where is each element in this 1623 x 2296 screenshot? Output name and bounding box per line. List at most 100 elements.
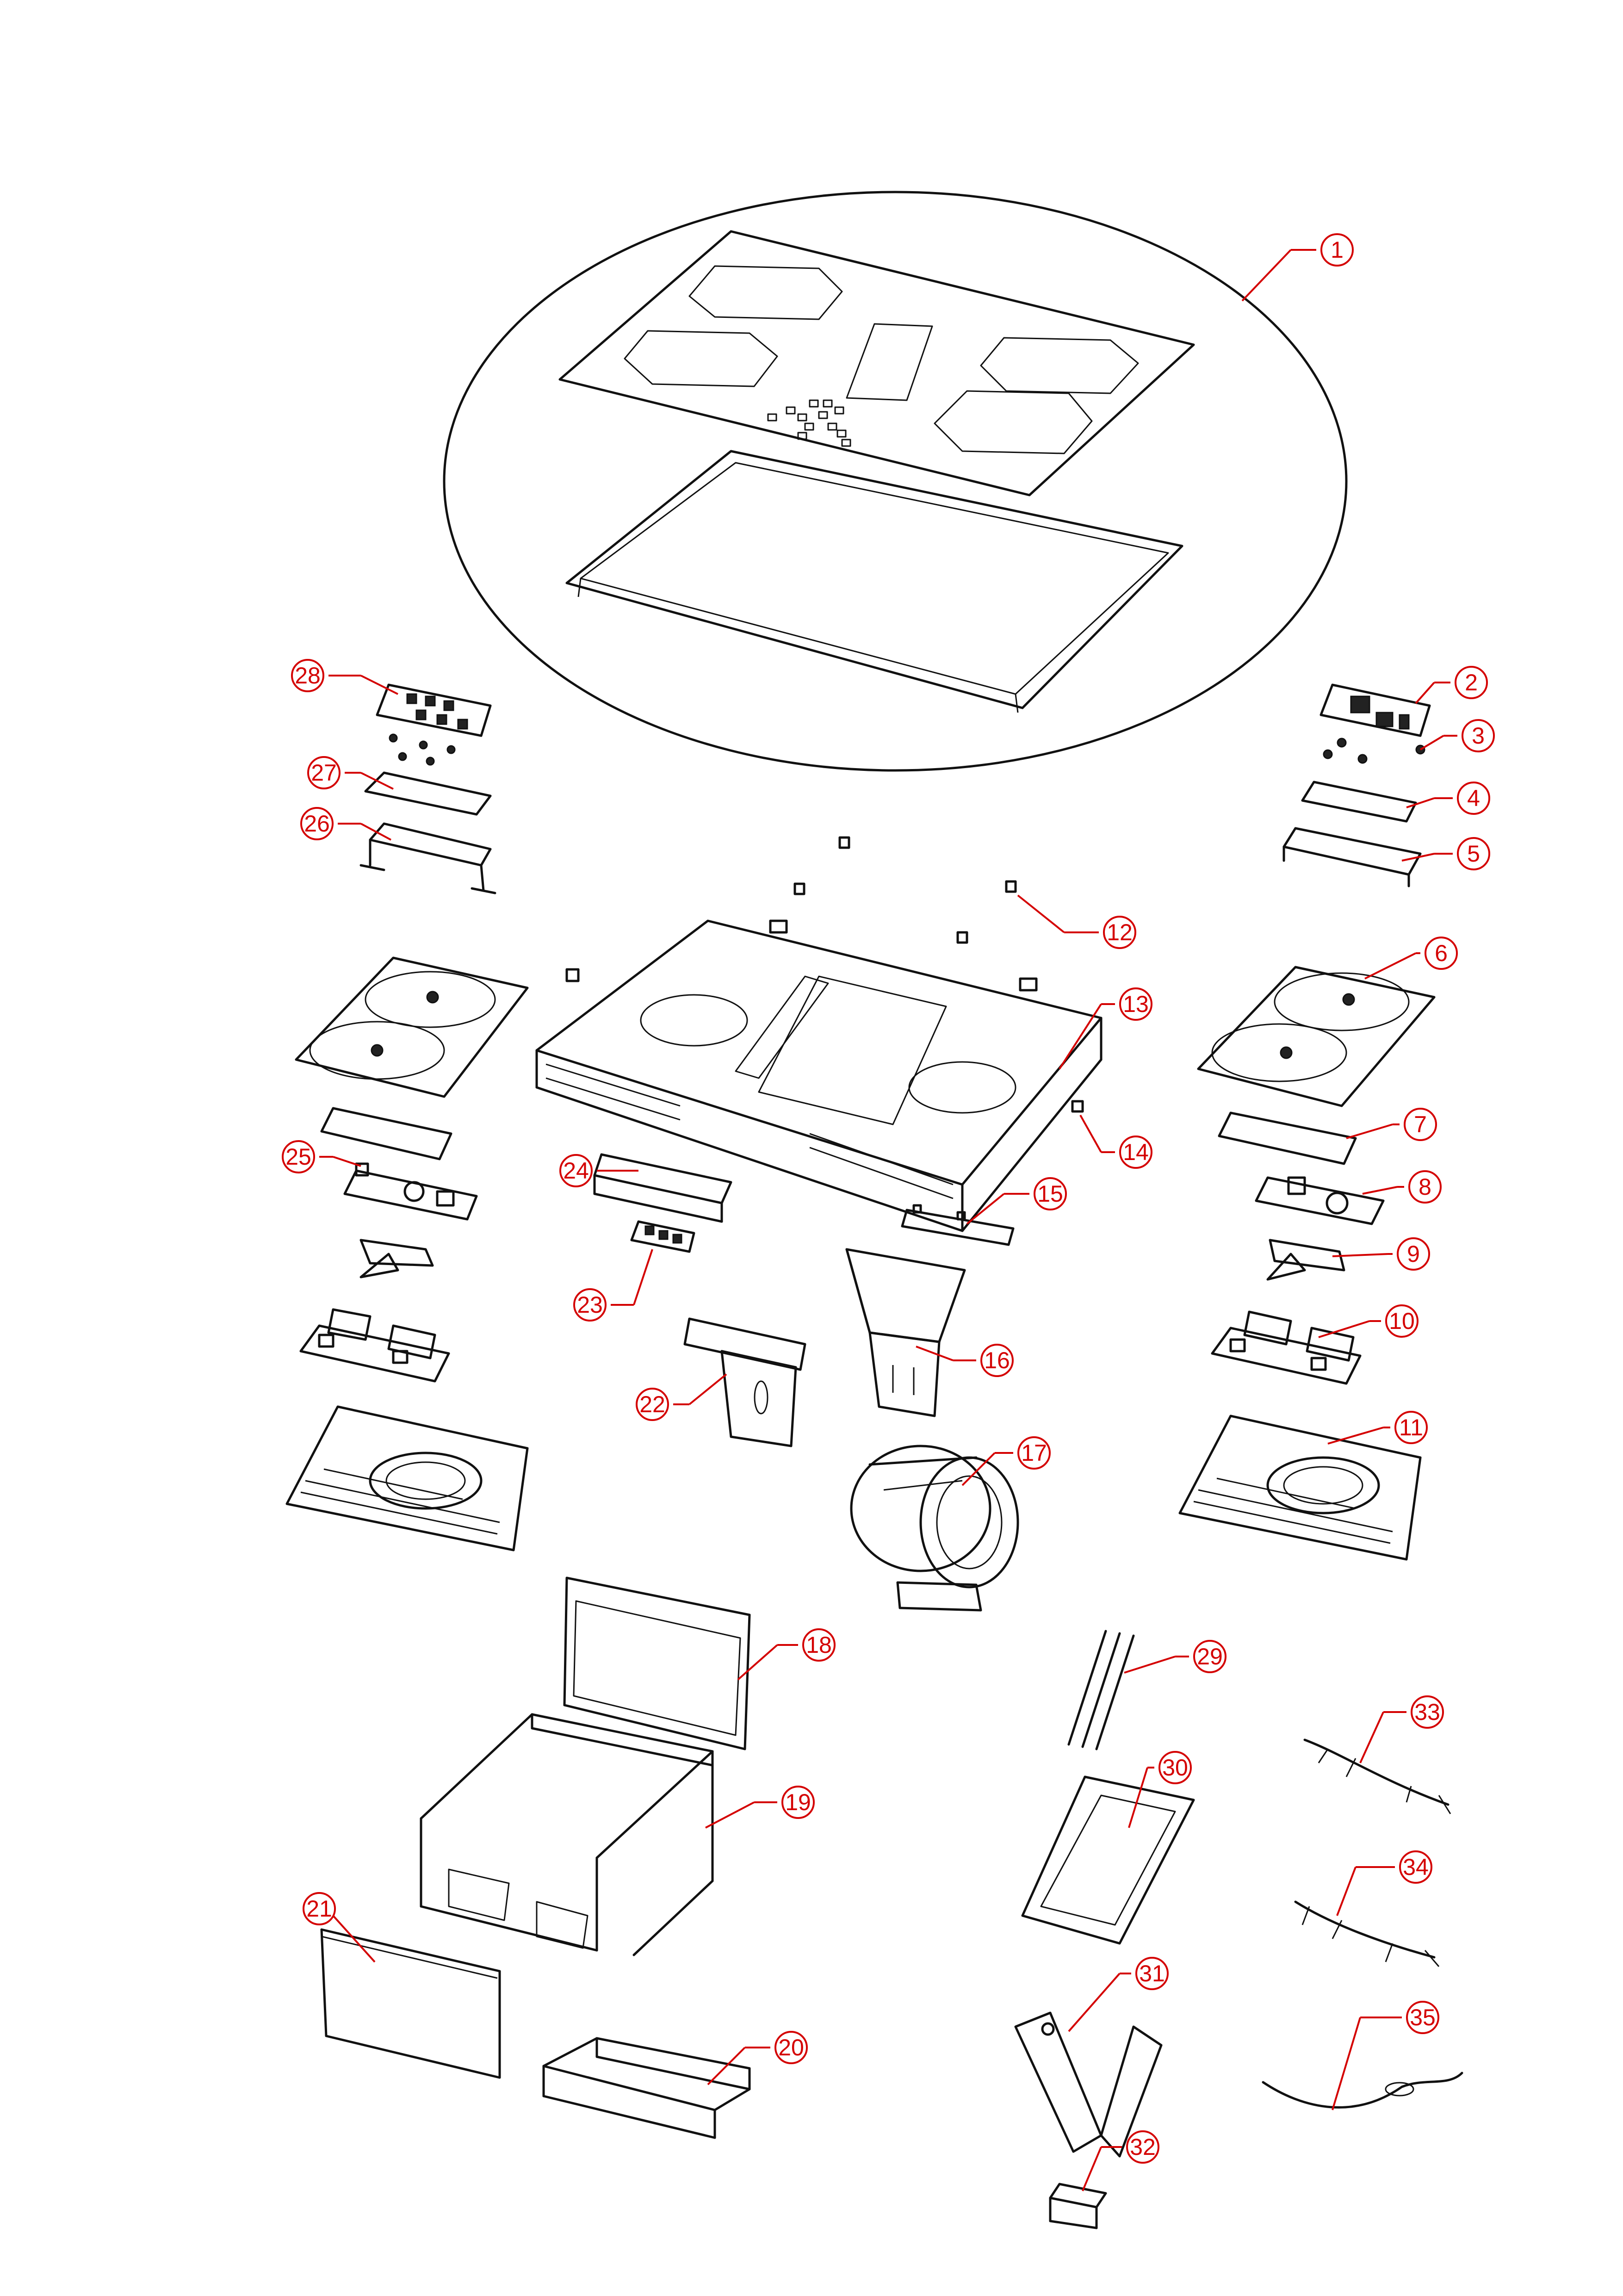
callout-20[interactable]: 20	[707, 2031, 808, 2085]
svg-text:35: 35	[1410, 2004, 1436, 2030]
fan-mount-bracket	[683, 1317, 806, 1447]
relay-module	[630, 1220, 695, 1253]
callout-25[interactable]: 25	[282, 1140, 361, 1173]
svg-text:30: 30	[1162, 1755, 1188, 1781]
control-board-right	[1319, 683, 1431, 737]
callout-8[interactable]: 8	[1362, 1170, 1442, 1204]
rear-plate	[563, 1576, 751, 1750]
svg-text:17: 17	[1021, 1440, 1047, 1466]
svg-text:5: 5	[1467, 841, 1480, 867]
insulation-sheet-right	[1301, 781, 1417, 823]
svg-text:33: 33	[1414, 1699, 1440, 1725]
svg-text:9: 9	[1407, 1241, 1420, 1267]
sealing-strips	[1067, 1630, 1135, 1750]
callout-15[interactable]: 15	[966, 1177, 1067, 1225]
callout-29[interactable]: 29	[1124, 1640, 1227, 1674]
power-board-heatsink-right	[1211, 1310, 1362, 1385]
blower-motor	[850, 1445, 1019, 1612]
board-bracket-right	[1282, 827, 1422, 887]
power-board-heatsink-left	[299, 1308, 450, 1383]
callout-33[interactable]: 33	[1359, 1695, 1444, 1763]
duct-bracket	[901, 1204, 1015, 1246]
callout-18[interactable]: 18	[737, 1628, 836, 1681]
svg-text:12: 12	[1107, 919, 1133, 945]
touch-control-keys	[767, 399, 851, 447]
svg-text:7: 7	[1414, 1111, 1427, 1137]
filter-board-left	[343, 1162, 478, 1221]
callout-28[interactable]: 28	[291, 659, 398, 695]
fan-frame-left	[285, 1405, 529, 1551]
wire-harness-a	[1303, 1738, 1451, 1814]
callout-1[interactable]: 1	[1241, 233, 1354, 302]
svg-text:27: 27	[311, 760, 337, 786]
chassis-tray	[535, 919, 1103, 1232]
svg-text:16: 16	[984, 1347, 1010, 1373]
svg-text:24: 24	[563, 1158, 589, 1184]
callout-13[interactable]: 13	[1059, 987, 1152, 1070]
assembly-highlight-ellipse	[443, 191, 1348, 772]
svg-text:6: 6	[1435, 940, 1448, 966]
svg-text:8: 8	[1419, 1174, 1431, 1200]
callout-24[interactable]: 24	[559, 1154, 638, 1187]
svg-text:22: 22	[639, 1391, 665, 1417]
insulation-sheet-left	[364, 771, 492, 816]
callout-3[interactable]: 3	[1419, 719, 1495, 752]
grease-filter-frame	[1021, 1775, 1195, 1945]
fixing-clips	[565, 836, 1038, 992]
callout-11[interactable]: 11	[1327, 1411, 1428, 1445]
callout-27[interactable]: 27	[307, 756, 394, 790]
svg-text:19: 19	[785, 1789, 811, 1815]
svg-text:14: 14	[1123, 1139, 1149, 1165]
side-panel	[320, 1928, 501, 2079]
callout-22[interactable]: 22	[636, 1373, 727, 1421]
callout-5[interactable]: 5	[1401, 837, 1490, 870]
svg-text:20: 20	[778, 2035, 804, 2060]
callout-34[interactable]: 34	[1336, 1850, 1432, 1916]
glass-cooktop-panel	[558, 230, 1195, 496]
support-block	[1049, 2183, 1107, 2229]
callout-9[interactable]: 9	[1332, 1237, 1430, 1271]
filter-board-right	[1255, 1176, 1385, 1225]
callout-35[interactable]: 35	[1332, 2001, 1439, 2110]
power-cord	[1262, 2072, 1463, 2109]
callout-10[interactable]: 10	[1318, 1304, 1419, 1338]
callout-4[interactable]: 4	[1406, 782, 1490, 815]
svg-text:18: 18	[806, 1632, 832, 1658]
callout-32[interactable]: 32	[1082, 2130, 1159, 2191]
callout-16[interactable]: 16	[916, 1344, 1014, 1377]
bottom-tray	[542, 2037, 751, 2139]
screws-right	[1323, 738, 1425, 764]
callout-31[interactable]: 31	[1068, 1957, 1169, 2032]
callout-26[interactable]: 26	[300, 807, 391, 841]
callout-7[interactable]: 7	[1346, 1108, 1437, 1141]
vent-slots	[545, 1063, 954, 1199]
svg-text:11: 11	[1399, 1415, 1423, 1440]
svg-text:32: 32	[1130, 2134, 1156, 2160]
svg-text:28: 28	[295, 663, 321, 689]
mica-sheet-right	[1218, 1111, 1357, 1165]
cooling-fan-left	[359, 1239, 434, 1278]
svg-text:13: 13	[1123, 991, 1149, 1017]
parts-layer	[285, 191, 1463, 2229]
svg-text:1: 1	[1331, 237, 1344, 263]
svg-text:2: 2	[1465, 670, 1478, 695]
callout-21[interactable]: 21	[303, 1892, 376, 1963]
display-housing	[593, 1153, 732, 1223]
fan-frame-right	[1178, 1415, 1422, 1561]
svg-text:34: 34	[1403, 1854, 1429, 1880]
svg-text:10: 10	[1389, 1308, 1415, 1334]
cooktop-frame	[565, 450, 1183, 713]
callout-6[interactable]: 6	[1364, 937, 1458, 980]
callout-2[interactable]: 2	[1415, 666, 1488, 704]
svg-text:26: 26	[304, 811, 330, 837]
board-bracket-left	[359, 822, 496, 894]
callout-19[interactable]: 19	[705, 1786, 815, 1829]
svg-text:15: 15	[1037, 1181, 1063, 1207]
callout-17[interactable]: 17	[961, 1436, 1051, 1486]
callout-14[interactable]: 14	[1079, 1115, 1152, 1169]
flap-assembly	[1014, 2011, 1163, 2158]
callout-12[interactable]: 12	[1017, 894, 1136, 949]
callout-30[interactable]: 30	[1128, 1751, 1192, 1828]
callout-23[interactable]: 23	[573, 1249, 653, 1322]
